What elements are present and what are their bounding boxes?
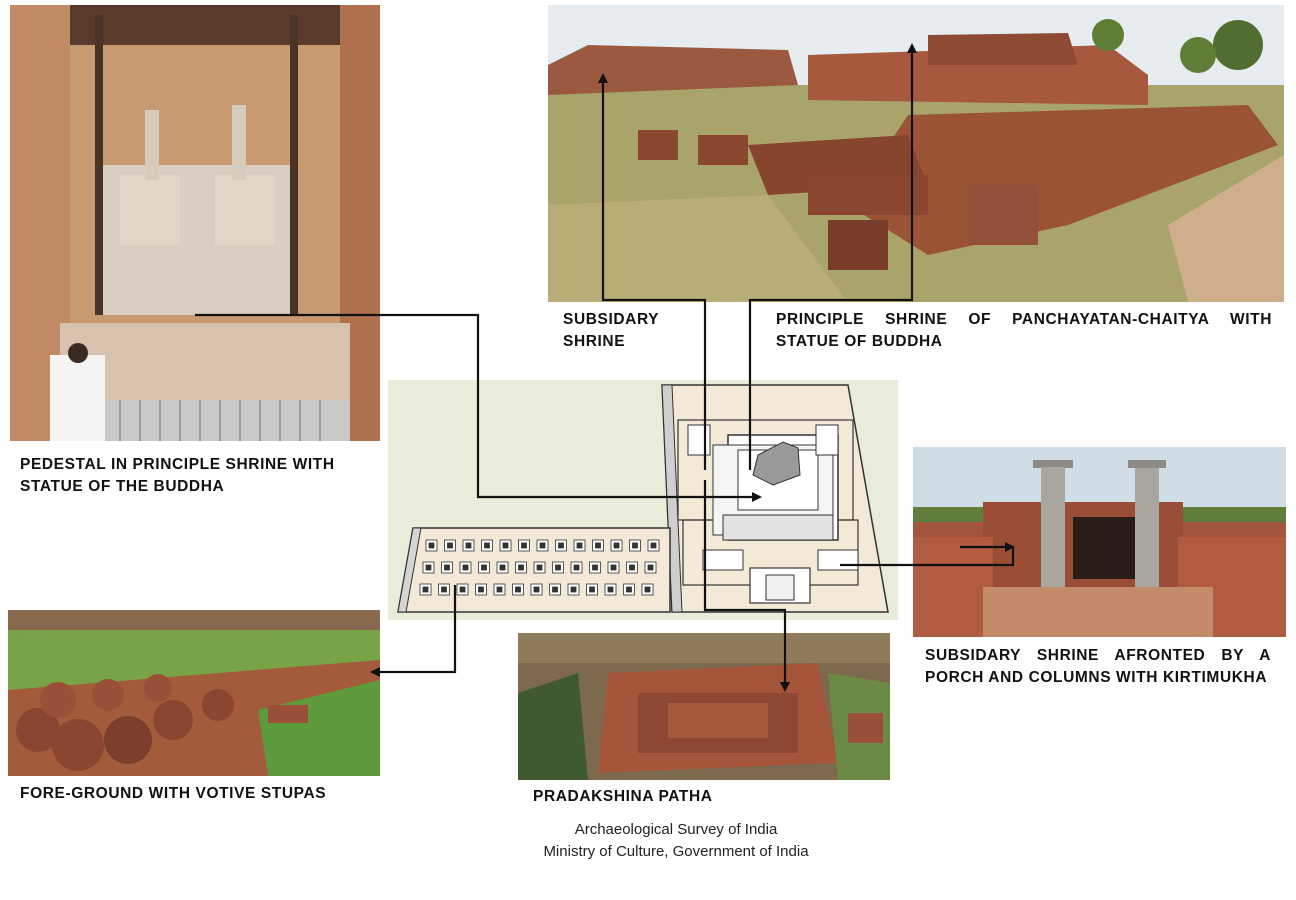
votive-stupa-core [629,564,635,571]
caption-principle-shrine: PRINCIPLE SHRINE OF PANCHAYATAN-CHAITYA … [776,311,1272,350]
votive-stupa-core [499,564,506,571]
votive-stupa-core [632,542,638,549]
votive-stupa-core [592,564,598,571]
caption-pradakshina: PRADAKSHINA PATHA [533,788,713,805]
votive-stupa-core [539,542,546,549]
votive-stupa-core [533,586,540,593]
votive-stupa-core [447,542,453,549]
votive-stupa-core [613,542,620,549]
votive-stupa-core [595,542,601,549]
votive-stupa-core [647,564,654,571]
credit-line-1: Archaeological Survey of India [574,821,778,838]
pradakshina-photo [518,633,890,780]
votive-stupa-core [444,564,450,571]
votive-stupa-core [502,542,509,549]
votive-stupa-core [626,586,632,593]
votive-stupa-core [521,542,527,549]
votive-stupa-core [610,564,617,571]
votive-stupa-core [478,586,484,593]
votive-stupas-photo [8,610,380,776]
votive-stupa-core [462,564,469,571]
porch-photo [913,447,1286,637]
votive-stupa-core [555,564,561,571]
votive-stupa-core [428,542,435,549]
votive-stupa-core [589,586,595,593]
votive-stupa-core [558,542,564,549]
votive-stupa-core [650,542,657,549]
votive-stupa-core [459,586,466,593]
votive-stupa-core [441,586,447,593]
votive-stupa-core [425,564,432,571]
pedestal-photo [10,5,380,441]
votive-stupa-core [465,542,472,549]
votive-stupa-core [573,564,580,571]
votive-stupa-core [536,564,543,571]
votive-stupa-core [496,586,503,593]
votive-stupa-core [552,586,558,593]
votive-stupa-core [484,542,490,549]
ruins-photo [548,5,1284,302]
votive-stupa-core [481,564,487,571]
caption-porch: SUBSIDARY SHRINE AFRONTED BY A PORCH AND… [925,647,1271,686]
votive-stupa-core [570,586,577,593]
caption-subsidiary-shrine: SUBSIDARY SHRINE [563,311,659,350]
votive-stupa-core [644,586,651,593]
votive-stupa-core [515,586,521,593]
credit-line-2: Ministry of Culture, Government of India [543,843,809,860]
caption-votive: FORE-GROUND WITH VOTIVE STUPAS [20,785,327,802]
votive-stupa-core [576,542,583,549]
votive-stupa-core [607,586,614,593]
votive-stupa-core [422,586,429,593]
site-plan-model [388,380,898,620]
caption-pedestal: PEDESTAL IN PRINCIPLE SHRINE WITH STATUE… [20,456,335,495]
votive-stupa-core [518,564,524,571]
